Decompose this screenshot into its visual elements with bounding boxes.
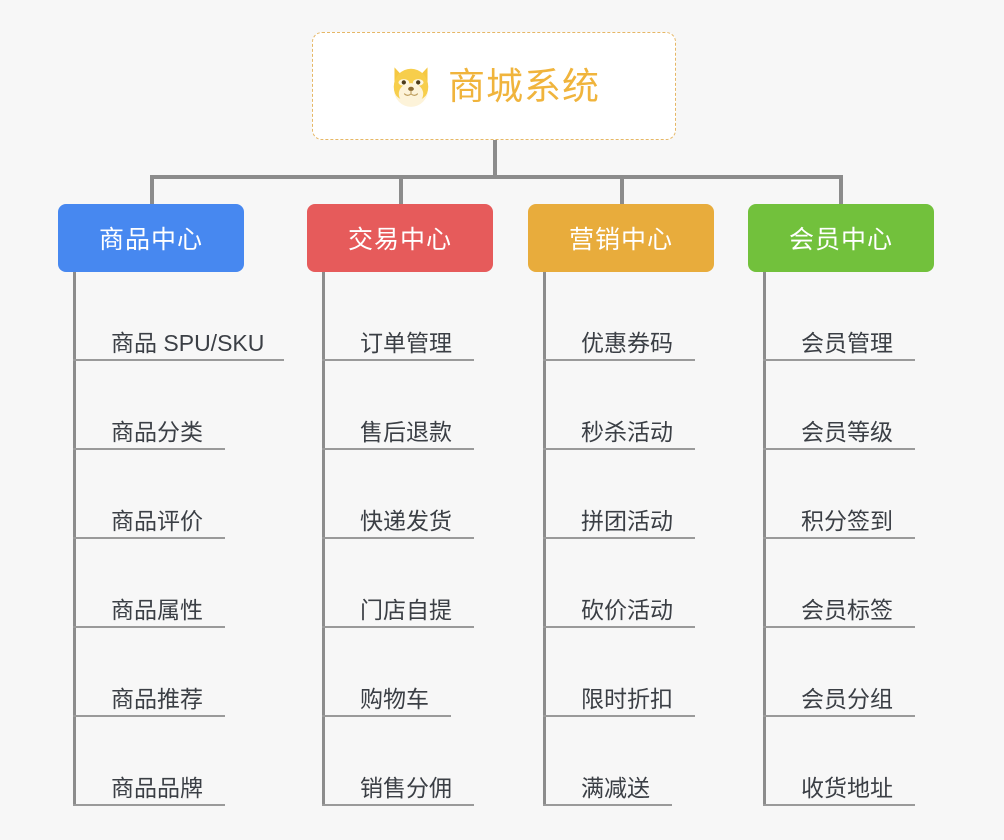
leaf-item[interactable]: 快递发货	[322, 450, 474, 539]
leaf-item[interactable]: 商品 SPU/SKU	[73, 272, 284, 361]
branch-spine-3	[543, 272, 546, 806]
leaf-item[interactable]: 秒杀活动	[543, 361, 695, 450]
leaf-item[interactable]: 购物车	[322, 628, 466, 717]
leaf-underline	[322, 359, 474, 361]
leaf-label: 拼团活动	[581, 508, 673, 534]
leaf-item[interactable]: 商品属性	[73, 539, 278, 628]
drop-connector-2	[399, 175, 403, 207]
leaf-item[interactable]: 会员分组	[763, 628, 915, 717]
branch-header-1[interactable]: 商品中心	[58, 204, 244, 272]
leaf-underline	[543, 804, 672, 806]
branch-spine-2	[322, 272, 325, 806]
leaf-underline	[763, 448, 915, 450]
leaf-label: 商品属性	[111, 597, 203, 623]
drop-connector-1	[150, 175, 154, 207]
leaf-label: 商品评价	[111, 508, 203, 534]
leaf-underline	[322, 804, 474, 806]
leaf-underline	[322, 537, 474, 539]
leaf-underline	[763, 537, 915, 539]
horizontal-bus-connector	[150, 175, 843, 179]
leaf-list-4: 会员管理 会员等级 积分签到 会员标签 会员分组 收货地址	[763, 272, 915, 806]
leaf-underline	[322, 715, 451, 717]
leaf-underline	[763, 715, 915, 717]
leaf-item[interactable]: 商品评价	[73, 450, 278, 539]
leaf-item[interactable]: 商品品牌	[73, 717, 278, 806]
leaf-item[interactable]: 订单管理	[322, 272, 474, 361]
branch-spine-1	[73, 272, 76, 806]
leaf-underline	[763, 359, 915, 361]
branch-header-4[interactable]: 会员中心	[748, 204, 934, 272]
branch-spine-4	[763, 272, 766, 806]
leaf-item[interactable]: 会员等级	[763, 361, 915, 450]
leaf-label: 销售分佣	[360, 775, 452, 801]
leaf-underline	[73, 537, 225, 539]
leaf-label: 砍价活动	[581, 597, 673, 623]
leaf-underline	[322, 626, 474, 628]
leaf-label: 售后退款	[360, 419, 452, 445]
leaf-item[interactable]: 售后退款	[322, 361, 474, 450]
leaf-underline	[543, 626, 695, 628]
leaf-label: 会员等级	[801, 419, 893, 445]
drop-connector-3	[620, 175, 624, 207]
drop-connector-4	[839, 175, 843, 207]
leaf-label: 收货地址	[801, 775, 893, 801]
leaf-label: 商品分类	[111, 419, 203, 445]
leaf-underline	[73, 804, 225, 806]
leaf-item[interactable]: 会员标签	[763, 539, 915, 628]
leaf-item[interactable]: 满减送	[543, 717, 687, 806]
branch-header-label-4: 会员中心	[788, 226, 893, 254]
leaf-item[interactable]: 优惠券码	[543, 272, 695, 361]
leaf-list-3: 优惠券码 秒杀活动 拼团活动 砍价活动 限时折扣 满减送	[543, 272, 695, 806]
leaf-label: 满减送	[581, 775, 650, 801]
branch-header-2[interactable]: 交易中心	[307, 204, 493, 272]
leaf-label: 优惠券码	[581, 330, 673, 356]
leaf-underline	[543, 359, 695, 361]
leaf-label: 积分签到	[801, 508, 893, 534]
leaf-item[interactable]: 商品分类	[73, 361, 278, 450]
leaf-underline	[73, 626, 225, 628]
root-node[interactable]: 商城系统	[312, 32, 676, 140]
branch-header-label-2: 交易中心	[347, 226, 452, 254]
leaf-item[interactable]: 门店自提	[322, 539, 474, 628]
leaf-label: 快递发货	[360, 508, 452, 534]
branch-header-3[interactable]: 营销中心	[528, 204, 714, 272]
leaf-underline	[73, 448, 225, 450]
leaf-item[interactable]: 拼团活动	[543, 450, 695, 539]
leaf-label: 商品品牌	[111, 775, 203, 801]
root-stem-connector	[493, 140, 497, 178]
leaf-list-1: 商品 SPU/SKU 商品分类 商品评价 商品属性 商品推荐 商品品牌	[73, 272, 284, 806]
leaf-item[interactable]: 收货地址	[763, 717, 915, 806]
leaf-underline	[763, 804, 915, 806]
leaf-underline	[322, 448, 474, 450]
shiba-dog-icon	[393, 67, 429, 107]
branch-header-label-3: 营销中心	[568, 226, 673, 254]
leaf-list-2: 订单管理 售后退款 快递发货 门店自提 购物车 销售分佣	[322, 272, 474, 806]
leaf-label: 商品 SPU/SKU	[111, 330, 265, 356]
leaf-label: 购物车	[360, 686, 429, 712]
leaf-item[interactable]: 限时折扣	[543, 628, 695, 717]
leaf-label: 商品推荐	[111, 686, 203, 712]
leaf-underline	[543, 715, 695, 717]
leaf-underline	[543, 448, 695, 450]
leaf-underline	[73, 715, 225, 717]
leaf-label: 门店自提	[360, 597, 452, 623]
leaf-label: 会员分组	[801, 686, 893, 712]
root-title: 商城系统	[448, 65, 600, 107]
leaf-underline	[543, 537, 695, 539]
leaf-underline	[73, 359, 284, 361]
leaf-item[interactable]: 砍价活动	[543, 539, 695, 628]
leaf-label: 订单管理	[360, 330, 452, 356]
leaf-label: 会员标签	[801, 597, 893, 623]
leaf-item[interactable]: 积分签到	[763, 450, 915, 539]
leaf-item[interactable]: 商品推荐	[73, 628, 278, 717]
leaf-item[interactable]: 会员管理	[763, 272, 915, 361]
leaf-label: 秒杀活动	[581, 419, 673, 445]
leaf-item[interactable]: 销售分佣	[322, 717, 474, 806]
leaf-label: 会员管理	[801, 330, 893, 356]
leaf-underline	[763, 626, 915, 628]
leaf-label: 限时折扣	[581, 686, 673, 712]
branch-header-label-1: 商品中心	[98, 226, 203, 254]
